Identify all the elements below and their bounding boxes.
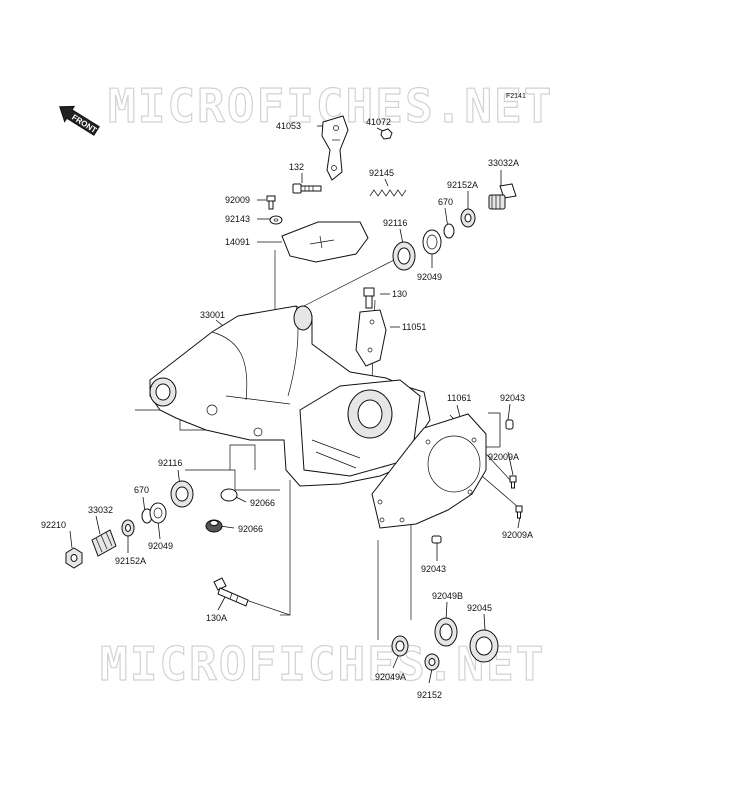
label-92045: 92045 xyxy=(467,603,492,613)
label-92152A-left: 92152A xyxy=(115,556,146,566)
label-92009: 92009 xyxy=(225,195,250,205)
part-92045-bearing xyxy=(469,629,499,663)
part-92009A-screw-bottom xyxy=(515,505,523,519)
label-92152: 92152 xyxy=(417,690,442,700)
label-130: 130 xyxy=(392,289,407,299)
part-33032-adjuster xyxy=(91,529,117,557)
part-130-bolt xyxy=(363,287,375,309)
part-92066-grommet-a xyxy=(220,488,238,502)
part-92210-nut xyxy=(65,547,83,569)
label-92066-b: 92066 xyxy=(238,524,263,534)
part-670-ring-top xyxy=(443,223,455,239)
label-132: 132 xyxy=(289,162,304,172)
part-92043-pin-top xyxy=(505,419,514,430)
part-92152A-collar-top xyxy=(460,208,476,228)
part-92066-grommet-b xyxy=(205,519,223,533)
label-33001: 33001 xyxy=(200,310,225,320)
label-92049-top: 92049 xyxy=(417,272,442,282)
label-92043-top: 92043 xyxy=(500,393,525,403)
label-92049-left: 92049 xyxy=(148,541,173,551)
part-92009-screw xyxy=(266,195,276,210)
part-92152-collar xyxy=(424,653,440,671)
label-14091: 14091 xyxy=(225,237,250,247)
label-33032A: 33032A xyxy=(488,158,519,168)
part-92009A-screw-top xyxy=(509,475,517,489)
label-92049B: 92049B xyxy=(432,591,463,601)
part-labels: 41053 41072 132 92145 33032A 92152A 670 … xyxy=(41,117,533,700)
label-670-left: 670 xyxy=(134,485,149,495)
part-92152A-collar-left xyxy=(121,519,135,537)
part-11061-gasket xyxy=(371,413,487,529)
part-92049A-seal xyxy=(391,635,409,657)
front-arrow-icon: FRONT xyxy=(59,105,100,136)
label-92049A: 92049A xyxy=(375,672,406,682)
part-11051-bracket xyxy=(355,309,387,385)
part-132-bolt xyxy=(292,183,322,194)
part-33001-swingarm-housing xyxy=(149,305,431,487)
part-92049B-seal xyxy=(434,617,458,647)
label-92116-left: 92116 xyxy=(158,458,182,468)
label-92043-bottom: 92043 xyxy=(421,564,446,574)
part-92049-seal-top xyxy=(422,229,442,255)
part-92145-spring xyxy=(369,189,407,197)
part-92116-bearing-left xyxy=(170,480,194,508)
label-92009A-top: 92009A xyxy=(488,452,519,462)
label-92143: 92143 xyxy=(225,214,250,224)
label-670-top: 670 xyxy=(438,197,453,207)
part-41053-bracket xyxy=(321,115,349,181)
label-92210: 92210 xyxy=(41,520,66,530)
label-11061: 11061 xyxy=(447,393,471,403)
label-92152A-top: 92152A xyxy=(447,180,478,190)
label-11051: 11051 xyxy=(402,322,426,332)
label-92116-top: 92116 xyxy=(383,218,407,228)
part-14091-cover-plate xyxy=(281,221,369,263)
part-92049-seal-left xyxy=(149,502,167,524)
part-130A-bolt xyxy=(213,577,249,607)
part-92143-washer xyxy=(269,215,283,225)
part-92116-bearing-top xyxy=(392,241,416,271)
part-33032A-adjuster xyxy=(488,183,517,210)
label-41053: 41053 xyxy=(276,121,301,131)
label-92145: 92145 xyxy=(369,168,394,178)
part-92043-pin-bottom xyxy=(431,535,442,544)
label-130A: 130A xyxy=(206,613,227,623)
label-33032: 33032 xyxy=(88,505,113,515)
part-41072-nut xyxy=(380,128,393,140)
label-92066-a: 92066 xyxy=(250,498,275,508)
label-92009A-bottom: 92009A xyxy=(502,530,533,540)
label-41072: 41072 xyxy=(366,117,391,127)
front-label: FRONT xyxy=(70,113,98,135)
diagram-code: F2141 xyxy=(506,93,526,100)
